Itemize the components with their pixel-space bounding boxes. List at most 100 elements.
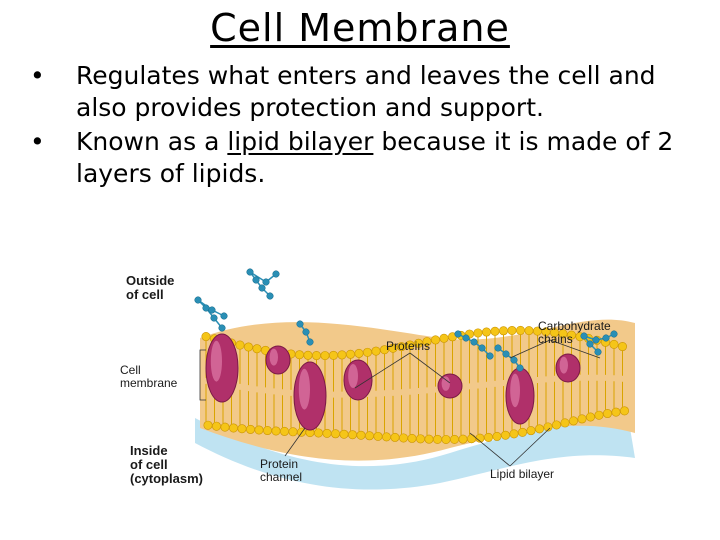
lipid-head — [272, 427, 280, 435]
lipid-head — [331, 430, 339, 438]
lipid-head — [491, 327, 499, 335]
lipid-head — [304, 351, 312, 359]
lipid-head — [348, 431, 356, 439]
membrane-protein — [206, 334, 238, 402]
lipid-head — [508, 326, 516, 334]
lipid-head — [212, 422, 220, 430]
lipid-head — [238, 425, 246, 433]
membrane-protein — [506, 368, 534, 424]
lipid-head — [603, 409, 611, 417]
bullet-marker: • — [30, 60, 45, 92]
lipid-head — [280, 427, 288, 435]
lipid-head — [323, 429, 331, 437]
lipid-head — [244, 343, 252, 351]
chain-bead — [273, 271, 280, 278]
label-inside-cell: Inside of cell (cytoplasm) — [130, 444, 203, 486]
chain-bead — [221, 313, 228, 320]
lipid-head — [202, 332, 210, 340]
slide-title: Cell Membrane — [0, 6, 720, 50]
lipid-head — [431, 336, 439, 344]
lipid-head — [569, 417, 577, 425]
bullet-list: • Regulates what enters and leaves the c… — [30, 60, 690, 192]
lipid-head — [510, 430, 518, 438]
protein-highlight — [211, 341, 222, 382]
bullet-text-before: Known as a — [76, 127, 227, 156]
lipid-head — [329, 351, 337, 359]
chain-bead — [511, 357, 518, 364]
chain-bead — [263, 279, 270, 286]
lipid-head — [586, 413, 594, 421]
lipid-head — [493, 432, 501, 440]
lipid-head — [340, 430, 348, 438]
membrane-protein — [556, 354, 580, 382]
protein-highlight — [299, 369, 310, 410]
chain-bead — [247, 269, 254, 276]
lipid-head — [221, 423, 229, 431]
label-outside-cell: Outside of cell — [126, 274, 174, 302]
lipid-head — [391, 433, 399, 441]
lipid-head — [527, 426, 535, 434]
chain-bead — [517, 365, 524, 372]
chain-bead — [471, 339, 478, 346]
lipid-head — [442, 435, 450, 443]
lipid-head — [618, 342, 626, 350]
lipid-head — [620, 407, 628, 415]
lipid-head — [295, 351, 303, 359]
chain-bead — [297, 321, 304, 328]
lipid-head — [372, 347, 380, 355]
lipid-head — [355, 349, 363, 357]
lipid-head — [255, 426, 263, 434]
lipid-head — [612, 408, 620, 416]
lipid-head — [501, 431, 509, 439]
chain-bead — [455, 331, 462, 338]
protein-highlight — [348, 364, 358, 388]
label-carbohydrate-chains: Carbohydrate chains — [538, 320, 611, 346]
lipid-head — [561, 419, 569, 427]
lipid-head — [236, 341, 244, 349]
chain-bead — [307, 339, 314, 346]
lipid-head — [595, 411, 603, 419]
label-cell-membrane: Cell membrane — [120, 364, 177, 390]
lipid-head — [440, 334, 448, 342]
chain-bead — [487, 353, 494, 360]
chain-bead — [479, 345, 486, 352]
lipid-head — [408, 434, 416, 442]
lipid-head — [482, 328, 490, 336]
lipid-head — [357, 431, 365, 439]
bullet-item: • Known as a lipid bilayer because it is… — [30, 126, 690, 190]
lipid-head — [610, 340, 618, 348]
lipid-head — [450, 435, 458, 443]
lipid-head — [578, 415, 586, 423]
chain-bead — [209, 307, 216, 314]
lipid-head — [552, 421, 560, 429]
lipid-head — [467, 435, 475, 443]
lipid-head — [474, 329, 482, 337]
bullet-text: Regulates what enters and leaves the cel… — [76, 61, 656, 122]
lipid-head — [382, 433, 390, 441]
chain-bead — [203, 305, 210, 312]
lipid-head — [516, 326, 524, 334]
lipid-head — [204, 421, 212, 429]
membrane-protein — [438, 374, 462, 398]
lipid-head — [346, 350, 354, 358]
bullet-item: • Regulates what enters and leaves the c… — [30, 60, 690, 124]
label-protein-channel: Protein channel — [260, 458, 302, 484]
label-lipid-bilayer: Lipid bilayer — [490, 468, 554, 481]
lipid-head — [425, 435, 433, 443]
membrane-protein — [266, 346, 290, 374]
lipid-head — [499, 327, 507, 335]
chain-bead — [253, 277, 260, 284]
lipid-head — [229, 424, 237, 432]
chain-bead — [463, 335, 470, 342]
lipid-head — [289, 428, 297, 436]
lipid-head — [433, 435, 441, 443]
lipid-head — [253, 345, 261, 353]
chain-bead — [495, 345, 502, 352]
lipid-head — [484, 433, 492, 441]
protein-highlight — [510, 374, 520, 408]
label-proteins: Proteins — [386, 340, 430, 353]
chain-bead — [219, 325, 226, 332]
lipid-head — [399, 434, 407, 442]
lipid-head — [246, 425, 254, 433]
lipid-head — [365, 432, 373, 440]
